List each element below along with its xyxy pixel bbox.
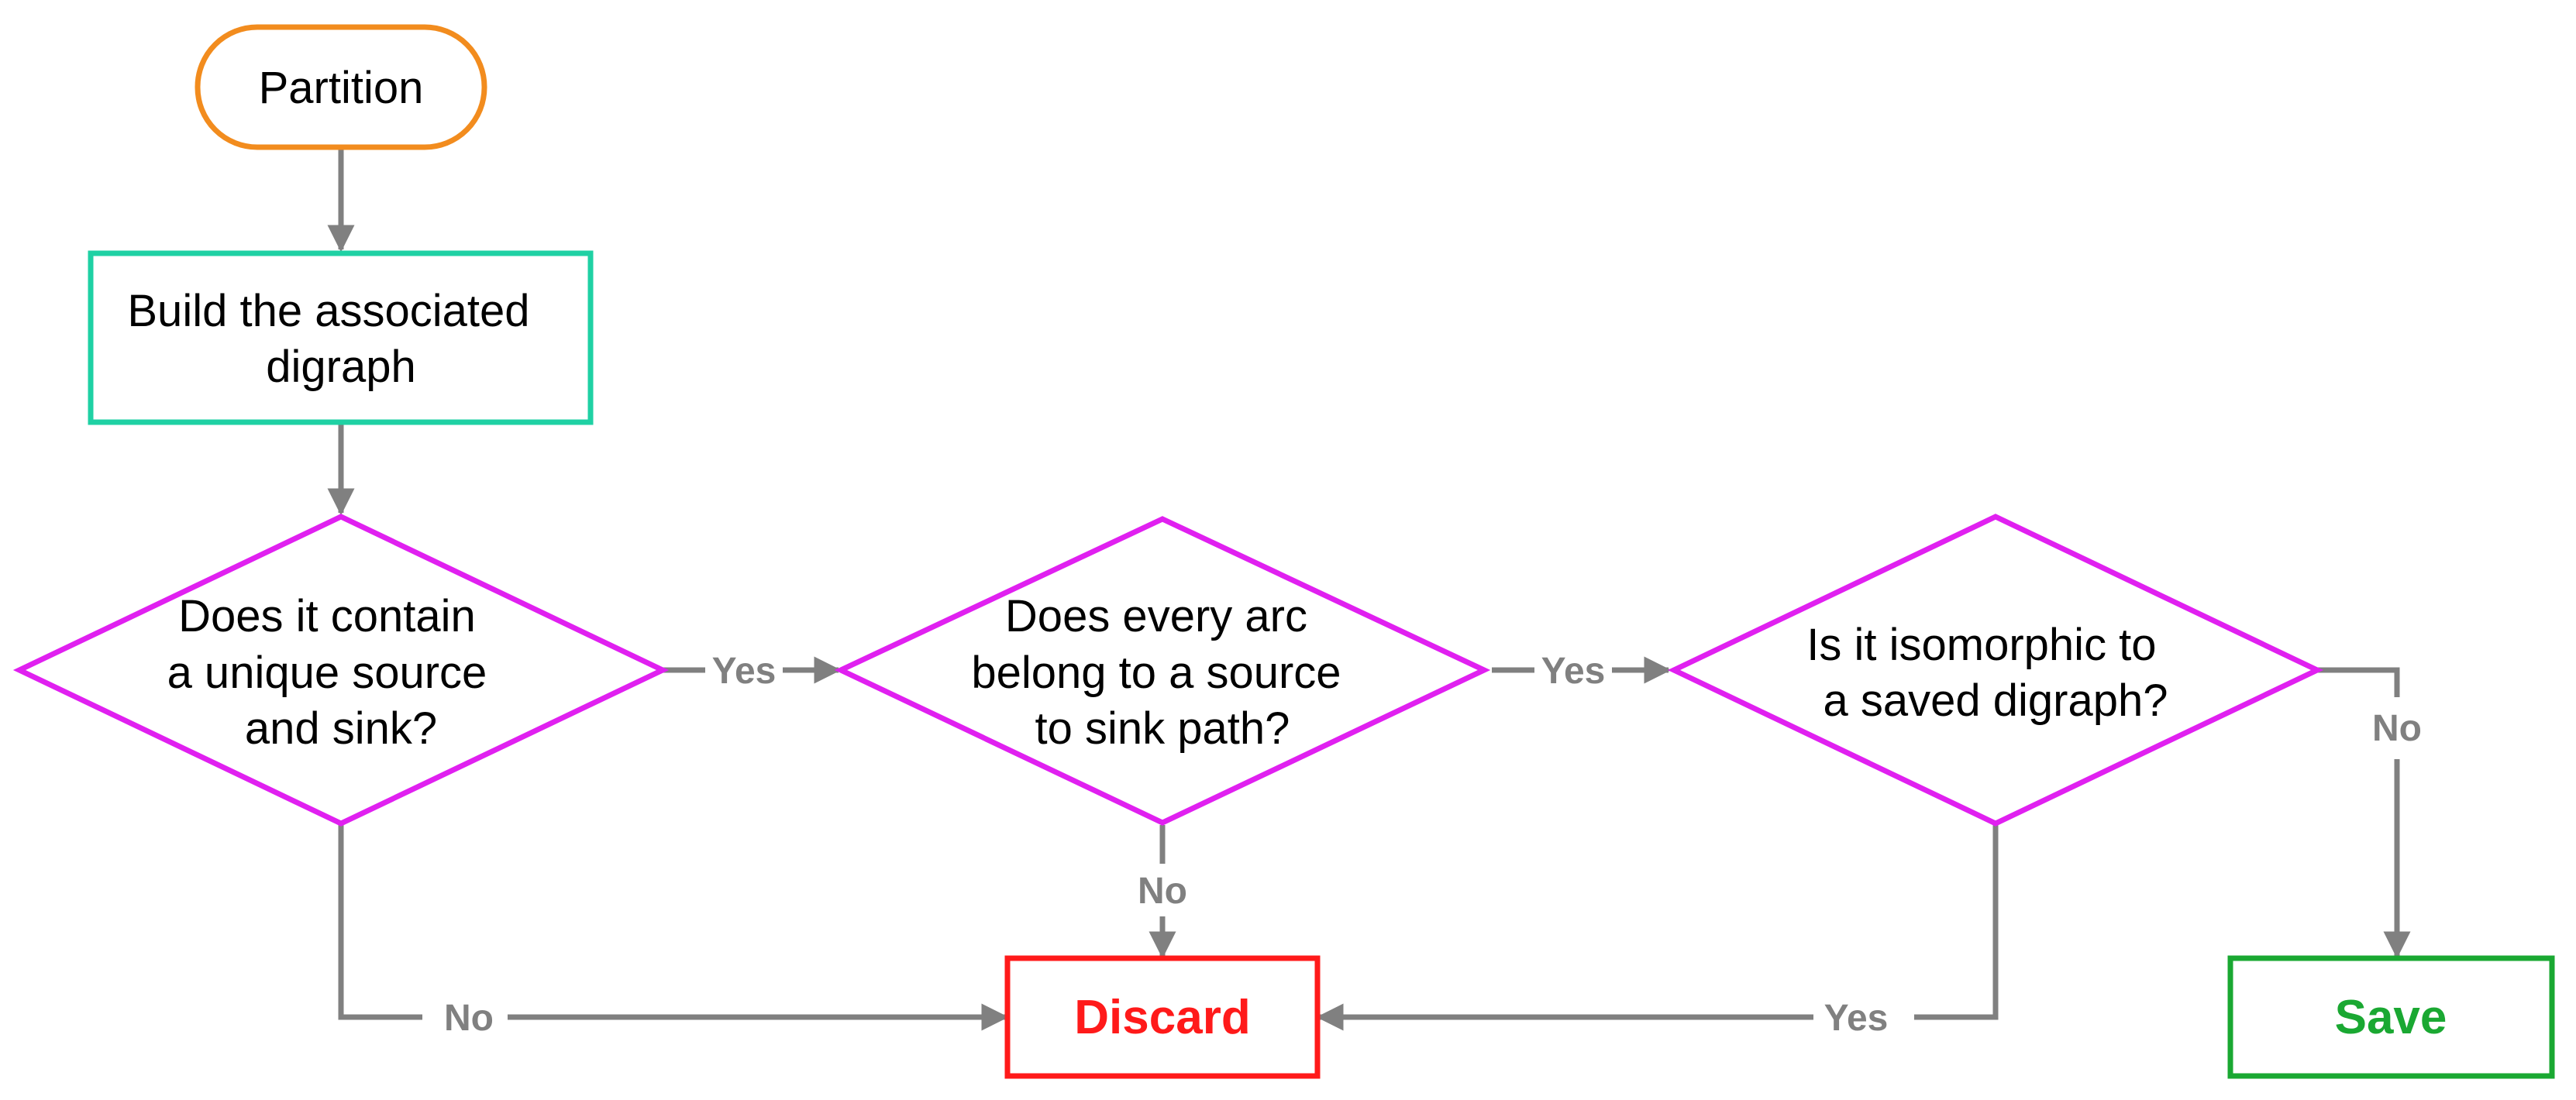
edge-label-decision2-no: No: [1138, 871, 1187, 912]
start-label: Partition: [259, 63, 424, 113]
decision-isomorphic-label: Is it isomorphic to a saved digraph?: [1806, 620, 2168, 726]
decision2-line-1: Does every arc: [1005, 591, 1307, 641]
discard-node: Discard: [1004, 955, 1321, 1079]
save-label: Save: [2335, 991, 2447, 1044]
connectors: [327, 149, 2411, 1031]
edge-decision3-yes: [1914, 825, 1999, 1020]
build-digraph-shape: [88, 250, 594, 425]
build-digraph-node: Build the associated digraph: [88, 250, 594, 425]
edge-label-decision2-yes: Yes: [1541, 651, 1606, 692]
decision-every-arc-path-shape: [834, 516, 1491, 826]
decision3-line-1: Is it isomorphic to: [1806, 620, 2156, 670]
decision-every-arc-path-label: Does every arc belong to a source to sin…: [971, 591, 1353, 754]
discard-shape: [1004, 955, 1321, 1079]
edge-label-decision3-no: No: [2372, 708, 2422, 749]
decision2-line-3: to sink path?: [1035, 703, 1290, 754]
decision-isomorphic: Is it isomorphic to a saved digraph?: [1667, 514, 2324, 827]
save-shape: [2227, 955, 2555, 1079]
decision-unique-source-sink-label: Does it contain a unique source and sink…: [167, 591, 500, 754]
save-node: Save: [2227, 955, 2555, 1079]
edge-label-decision1-no: No: [444, 998, 494, 1039]
decision1-line-3: and sink?: [245, 703, 437, 754]
edge-label-decision3-yes: Yes: [1824, 998, 1889, 1039]
decision-every-arc-path: Does every arc belong to a source to sin…: [834, 516, 1491, 826]
discard-label: Discard: [1074, 991, 1250, 1044]
build-digraph-line-1: Build the associated: [127, 286, 529, 336]
decision-isomorphic-shape: [1667, 514, 2324, 827]
start-node: Partition: [195, 24, 487, 150]
build-digraph-label: Build the associated digraph: [127, 286, 542, 392]
decision-unique-source-sink-shape: [12, 514, 670, 827]
edge-decision1-no: [338, 825, 422, 1020]
decision1-line-1: Does it contain: [178, 591, 476, 641]
build-digraph-line-2: digraph: [266, 342, 415, 392]
decision2-line-2: belong to a source: [971, 648, 1341, 698]
edge-decision3-no: [2317, 667, 2400, 697]
start-shape: [195, 24, 487, 150]
decision-unique-source-sink: Does it contain a unique source and sink…: [12, 514, 670, 827]
decision3-line-2: a saved digraph?: [1824, 675, 2168, 726]
decision1-line-2: a unique source: [167, 648, 487, 698]
edge-label-decision1-yes: Yes: [712, 651, 777, 692]
